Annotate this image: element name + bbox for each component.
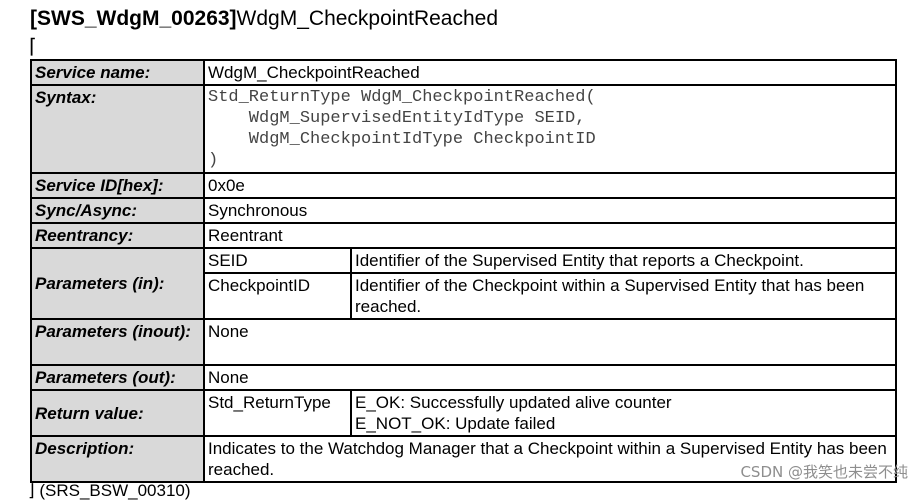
syntax-label: Syntax: [30,84,205,174]
service-name-label: Service name: [30,59,205,86]
return-values: E_OK: Successfully updated alive counter… [350,389,897,437]
return-type: Std_ReturnType [203,389,352,437]
row-sync-async: Sync/Async: Synchronous [30,197,897,224]
row-reentrancy: Reentrancy: Reentrant [30,222,897,249]
service-id-label: Service ID[hex]: [30,172,205,199]
reentrancy-value: Reentrant [203,222,897,249]
watermark: CSDN @我笑也未尝不纯 [740,463,908,481]
sync-async-label: Sync/Async: [30,197,205,224]
row-syntax: Syntax: Std_ReturnType WdgM_CheckpointRe… [30,84,897,174]
params-inout-label: Parameters (inout): [30,318,205,366]
description-label: Description: [30,435,205,483]
syntax-line: WdgM_CheckpointIdType CheckpointID [208,130,596,149]
row-service-name: Service name: WdgM_CheckpointReached [30,59,897,86]
row-params-out: Parameters (out): None [30,364,897,391]
params-in-label: Parameters (in): [30,247,205,320]
requirement-heading: [SWS_WdgM_00263]WdgM_CheckpointReached [30,6,498,32]
param-name: SEID [203,247,352,274]
syntax-line: Std_ReturnType WdgM_CheckpointReached( [208,88,596,107]
row-description: Description: Indicates to the Watchdog M… [30,435,897,483]
requirement-id: [SWS_WdgM_00263] [30,7,237,30]
description-value: Indicates to the Watchdog Manager that a… [203,435,897,483]
row-service-id: Service ID[hex]: 0x0e [30,172,897,199]
row-params-in-checkpointid: CheckpointID Identifier of the Checkpoin… [31,272,897,320]
function-name: WdgM_CheckpointReached [236,7,499,30]
row-params-inout: Parameters (inout): None [30,318,897,366]
service-spec-table: Service name: WdgM_CheckpointReached Syn… [30,59,897,483]
params-out-label: Parameters (out): [30,364,205,391]
traceability-footer: ⌋ (SRS_BSW_00310) [28,481,191,500]
service-name-value: WdgM_CheckpointReached [203,59,897,86]
params-inout-value: None [203,318,897,366]
return-value-label: Return value: [30,389,205,437]
service-id-value: 0x0e [203,172,897,199]
syntax-code: Std_ReturnType WdgM_CheckpointReached( W… [203,84,897,174]
return-line: E_NOT_OK: Update failed [355,414,556,433]
reentrancy-label: Reentrancy: [30,222,205,249]
sync-async-value: Synchronous [203,197,897,224]
syntax-line: WdgM_SupervisedEntityIdType SEID, [208,109,586,128]
param-description: Identifier of the Supervised Entity that… [350,247,897,274]
row-params-in-seid: Parameters (in): SEID Identifier of the … [30,247,897,320]
param-description: Identifier of the Checkpoint within a Su… [350,272,897,320]
syntax-line: ) [208,151,219,170]
return-line: E_OK: Successfully updated alive counter [355,393,672,412]
row-return-value: Return value: Std_ReturnType E_OK: Succe… [30,389,897,437]
open-bracket: ⌈ [29,36,37,58]
params-out-value: None [203,364,897,391]
param-name: CheckpointID [203,272,352,320]
